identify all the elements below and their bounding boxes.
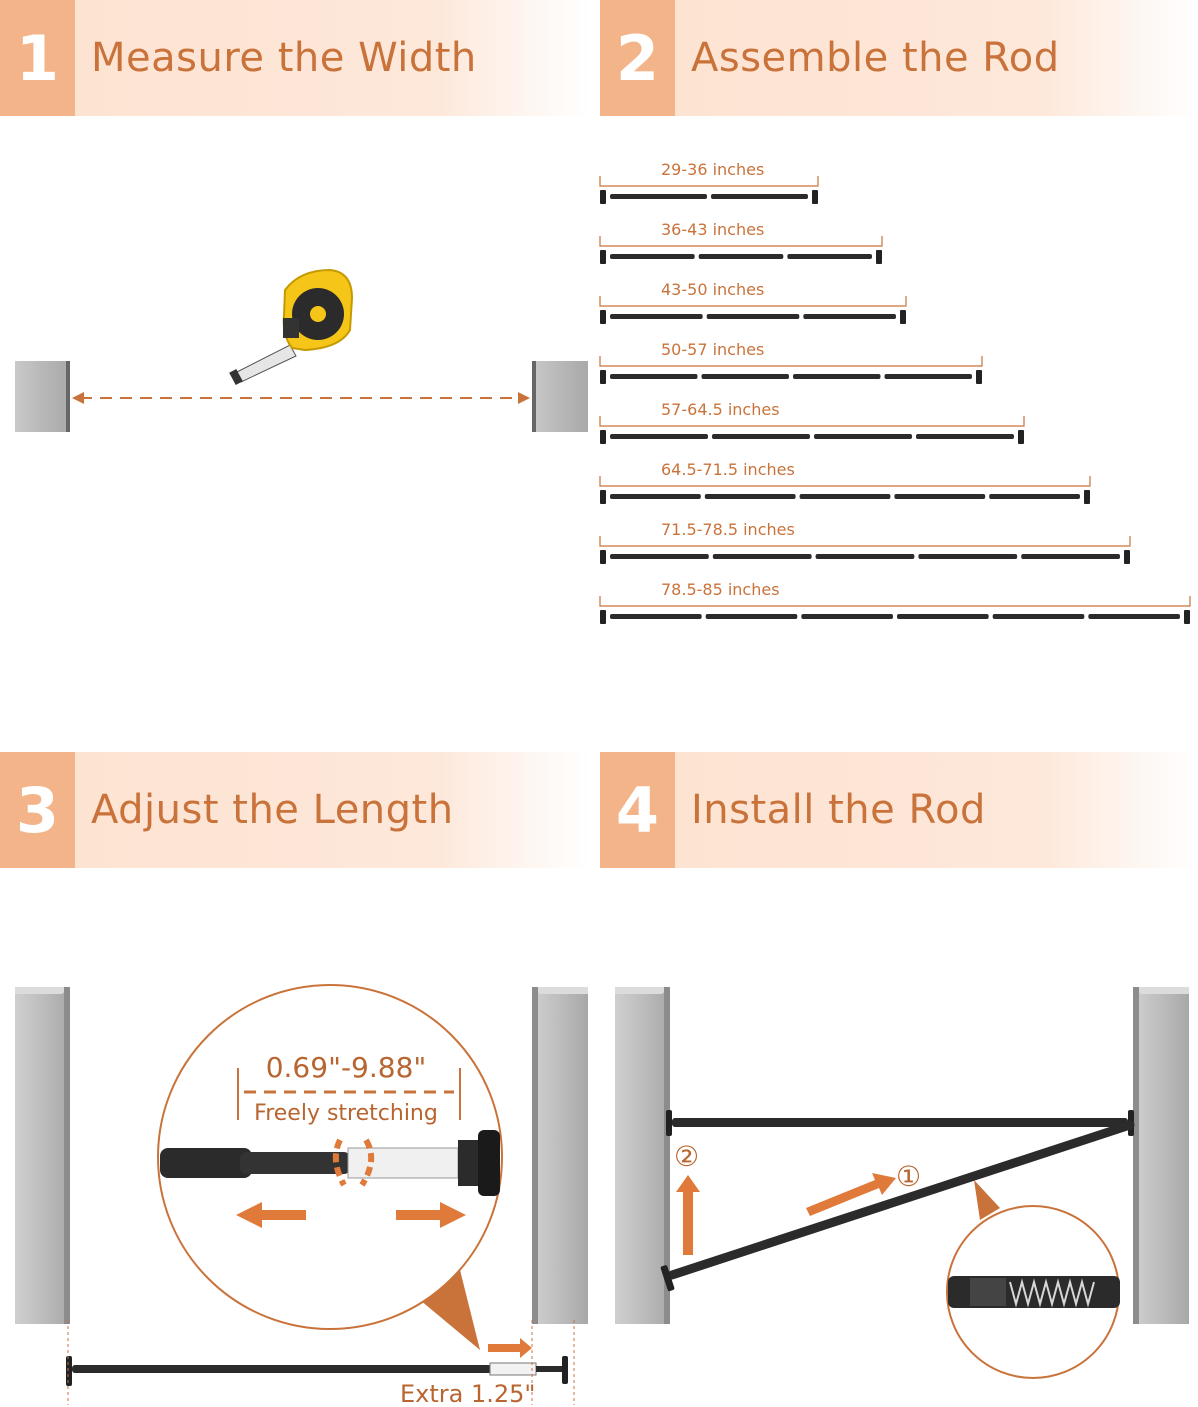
magnifier-circle: 0.69"-9.88" Freely stretching	[157, 984, 503, 1330]
left-wall	[615, 987, 670, 1324]
rod-size-label: 29-36 inches	[661, 160, 764, 179]
rod-segment	[1021, 554, 1120, 559]
extra-length-label: Extra 1.25"	[400, 1380, 535, 1407]
step-two-marker: ②	[674, 1140, 699, 1173]
left-wall-block	[15, 361, 70, 432]
rod-size-label: 64.5-71.5 inches	[661, 460, 795, 479]
rod-size-1: 36-43 inches	[599, 220, 883, 264]
rod-segment	[894, 494, 986, 499]
extra-arrow-icon	[488, 1338, 532, 1358]
rod-segment	[916, 434, 1014, 439]
rod-size-label: 36-43 inches	[661, 220, 764, 239]
adjust-illustration: Extra 1.25" 0.69"-9.88" Freely stretchin…	[15, 984, 588, 1407]
rod-segment	[712, 434, 810, 439]
rod-segment	[610, 554, 709, 559]
right-wall	[532, 987, 588, 1324]
rod-segment	[610, 494, 701, 499]
freely-stretching-label: Freely stretching	[254, 1101, 438, 1126]
rod-size-6: 71.5-78.5 inches	[599, 520, 1131, 564]
rod-segment	[799, 494, 891, 499]
step-3-header: 3 Adjust the Length	[0, 752, 590, 868]
rod-size-5: 64.5-71.5 inches	[599, 460, 1091, 504]
rod-segment	[803, 314, 896, 319]
step-1-number: 1	[0, 0, 75, 116]
rod-size-label: 71.5-78.5 inches	[661, 520, 795, 539]
stretch-range-label: 0.69"-9.88"	[266, 1051, 427, 1084]
diagonal-arrow-icon	[806, 1173, 896, 1216]
rod-segment	[610, 254, 695, 259]
tape-measure-icon	[229, 268, 354, 386]
rod-size-label: 57-64.5 inches	[661, 400, 780, 419]
step-2-title: Assemble the Rod	[691, 35, 1060, 81]
rod-size-label: 43-50 inches	[661, 280, 764, 299]
rod-segment	[704, 494, 796, 499]
rod-segment	[706, 314, 800, 319]
left-arrow-icon	[236, 1202, 306, 1228]
installed-rod	[666, 1110, 1134, 1136]
step-4-number: 4	[600, 752, 675, 868]
right-wall-block	[532, 361, 588, 432]
right-wall	[1133, 987, 1189, 1324]
rod-segment	[610, 434, 708, 439]
rod-segment	[610, 374, 698, 379]
rod-size-3: 50-57 inches	[599, 340, 983, 384]
rod-segment	[992, 614, 1085, 619]
rod-size-7: 78.5-85 inches	[599, 580, 1191, 624]
install-illustration: ② ①	[615, 987, 1189, 1379]
step-3-title: Adjust the Length	[91, 787, 454, 833]
step-2-number: 2	[600, 0, 675, 116]
rod-segment	[801, 614, 893, 619]
rod-segment	[793, 374, 881, 379]
zoom-pointer	[974, 1180, 1000, 1220]
rod-size-2: 43-50 inches	[599, 280, 907, 324]
rod-segment	[698, 254, 784, 259]
rod-segment	[701, 374, 789, 379]
step-2-header: 2 Assemble the Rod	[600, 0, 1198, 116]
step-1-header: 1 Measure the Width	[0, 0, 590, 116]
rod-segment	[814, 434, 912, 439]
spring-zoom-circle	[946, 1205, 1120, 1379]
rod-size-4: 57-64.5 inches	[599, 400, 1025, 444]
rod-segment	[610, 614, 702, 619]
rod-segment	[610, 314, 703, 319]
rod-segment	[610, 194, 707, 199]
measure-illustration	[15, 268, 588, 432]
rod-segment	[787, 254, 872, 259]
rod-segment	[897, 614, 989, 619]
right-arrow-icon	[396, 1202, 466, 1228]
step-4-title: Install the Rod	[691, 787, 986, 833]
up-arrow-icon	[676, 1175, 700, 1255]
rod-segment	[989, 494, 1080, 499]
rod-segment	[712, 554, 812, 559]
step-3-number: 3	[0, 752, 75, 868]
rod-size-0: 29-36 inches	[599, 160, 819, 204]
rod-size-label: 78.5-85 inches	[661, 580, 780, 599]
step-1-title: Measure the Width	[91, 35, 477, 81]
rod-size-label: 50-57 inches	[661, 340, 764, 359]
rod-segment	[884, 374, 972, 379]
rod-segment	[815, 554, 915, 559]
assemble-rods: 29-36 inches 36-43 inches 43-50 inches 50-5…	[599, 160, 1191, 624]
left-wall	[15, 987, 70, 1324]
angled-rod	[660, 1120, 1135, 1292]
adjust-rod	[66, 1356, 568, 1386]
rod-segment	[918, 554, 1018, 559]
step-one-marker: ①	[896, 1160, 921, 1193]
rod-segment	[705, 614, 798, 619]
step-4-header: 4 Install the Rod	[600, 752, 1198, 868]
rod-segment	[1088, 614, 1180, 619]
rod-segment	[711, 194, 808, 199]
